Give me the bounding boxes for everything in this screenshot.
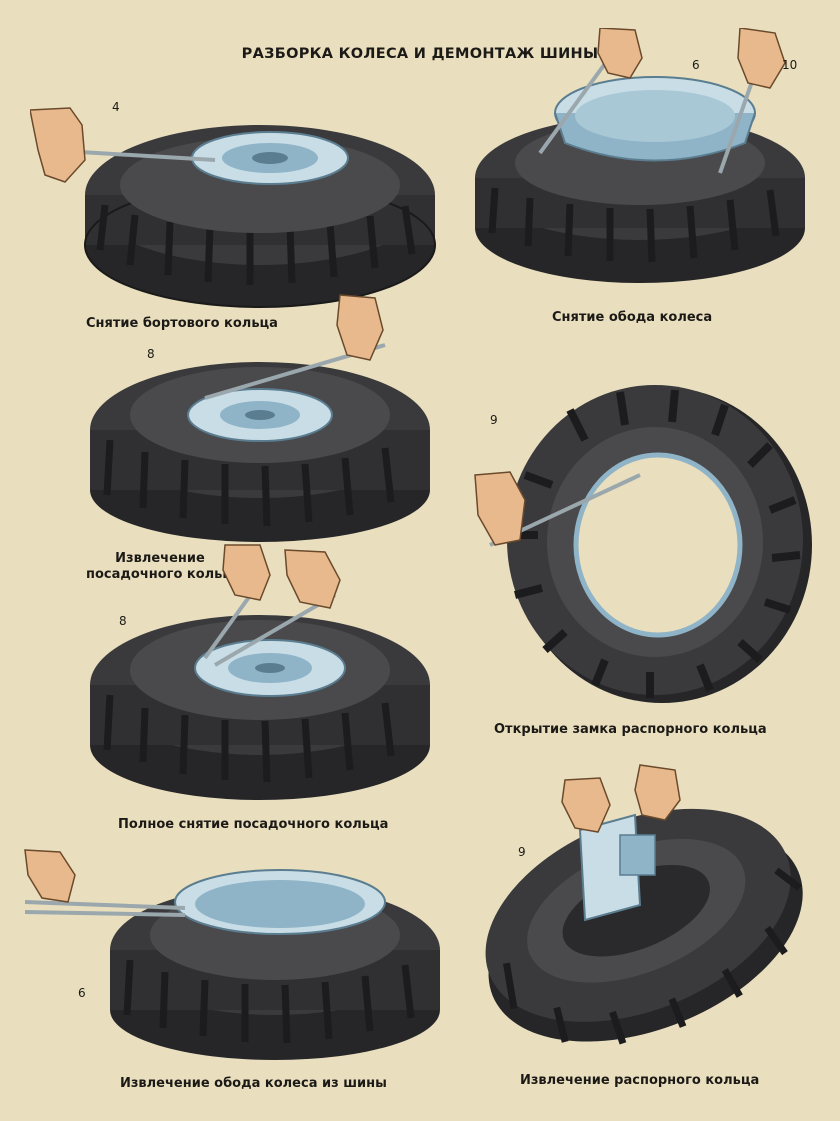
caption-line: Извлечение: [115, 551, 205, 566]
caption-seating-ring-extraction: Извлечение посадочного кольца: [86, 551, 241, 583]
hand-icon: [474, 471, 526, 546]
tire-illustration-5: [90, 544, 430, 800]
poster-title: РАЗБОРКА КОЛЕСА И ДЕМОНТАЖ ШИНЫ: [241, 46, 599, 62]
panel-spacer-ring-lock: 9: [470, 380, 815, 705]
tire-illustration-6: [24, 849, 440, 1060]
callout-number: 6: [78, 986, 86, 1000]
caption-bead-ring-removal: Снятие бортового кольца: [86, 316, 278, 331]
callout-number: 8: [119, 614, 127, 628]
callout-number: 6: [692, 58, 700, 72]
callout-number: 4: [112, 100, 120, 114]
tire-illustration-1: [30, 107, 436, 308]
tire-illustration-3: [90, 294, 430, 542]
tire-illustration-4: [474, 385, 812, 703]
hand-icon: [597, 28, 786, 89]
panel-bead-ring-removal: 4: [30, 90, 450, 320]
hand-icon: [561, 764, 681, 833]
caption-rim-extraction: Извлечение обода колеса из шины: [120, 1076, 387, 1091]
callout-number: 10: [782, 58, 798, 72]
hand-icon: [222, 544, 341, 609]
panel-rim-extraction: 6: [20, 840, 445, 1065]
hand-icon: [30, 107, 86, 183]
caption-full-seating-ring-removal: Полное снятие посадочного кольца: [118, 817, 389, 832]
hand-icon: [336, 294, 384, 361]
panel-spacer-ring-extraction: 9: [470, 760, 815, 1050]
caption-rim-removal: Снятие обода колеса: [552, 310, 713, 325]
caption-spacer-ring-extraction: Извлечение распорного кольца: [520, 1073, 760, 1088]
callout-number: 8: [147, 347, 155, 361]
hand-icon: [24, 849, 76, 903]
tire-illustration-7: [485, 764, 803, 1045]
callout-number: 9: [490, 413, 498, 427]
caption-spacer-ring-lock: Открытие замка распорного кольца: [494, 722, 767, 737]
panel-full-seating-ring-removal: 8: [85, 540, 445, 805]
caption-line: посадочного кольца: [86, 567, 241, 582]
tire-illustration-2: [475, 28, 805, 283]
panel-rim-removal: 6 10: [470, 28, 815, 288]
panel-seating-ring-extraction: 8: [85, 290, 445, 545]
callout-number: 9: [518, 845, 526, 859]
